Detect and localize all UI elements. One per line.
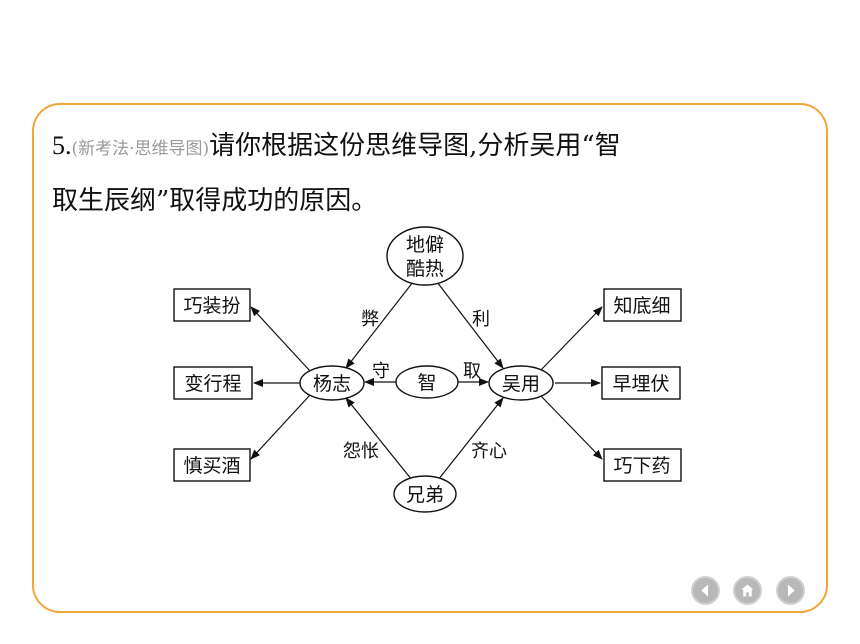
question-line2: 取生辰纲”取得成功的原因。 [52, 186, 378, 216]
edge-label-center-right: 取 [463, 361, 481, 382]
right-box-2: 早埋伏 [601, 366, 681, 400]
left-box-2: 变行程 [173, 366, 253, 400]
right-box-2-label: 早埋伏 [612, 373, 669, 395]
arrow-top-to-right [436, 281, 504, 369]
node-center-label: 智 [417, 372, 436, 394]
right-box-1: 知底细 [603, 288, 682, 322]
arrow-bottom-to-right [437, 397, 504, 481]
node-left: 杨志 [299, 365, 365, 401]
node-bottom-label: 兄弟 [406, 484, 444, 506]
question-card [32, 103, 828, 613]
arrow-left-to-box3 [250, 394, 311, 460]
chevron-left-icon [701, 584, 709, 597]
question-text: 5.(新考法·思维导图)请你根据这份思维导图,分析吴用“智 取生辰纲”取得成功的… [52, 120, 772, 227]
edge-label-bottom-right: 齐心 [471, 441, 507, 462]
node-right: 吴用 [488, 365, 554, 401]
left-box-3-label: 慎买酒 [183, 455, 240, 477]
right-box-3: 巧下药 [603, 448, 682, 482]
arrow-right-to-box3 [539, 394, 603, 460]
node-bottom: 兄弟 [393, 475, 457, 513]
node-right-label: 吴用 [502, 373, 540, 395]
next-button[interactable] [776, 576, 805, 605]
arrow-right-to-box1 [539, 306, 603, 372]
home-icon [741, 584, 754, 597]
node-left-label: 杨志 [313, 373, 351, 395]
left-box-3: 慎买酒 [173, 448, 251, 482]
node-top: 地僻 酷热 [386, 226, 464, 286]
edge-label-center-left: 守 [372, 361, 390, 382]
question-tag: (新考法·思维导图) [71, 139, 210, 159]
node-top-line1: 地僻 [406, 234, 444, 256]
left-box-2-label: 变行程 [184, 373, 241, 395]
chevron-right-icon [787, 584, 795, 597]
right-box-1-label: 知底细 [613, 295, 670, 317]
left-box-1-label: 巧装扮 [183, 295, 240, 317]
node-top-line2: 酷热 [406, 258, 444, 280]
arrow-bottom-to-left [345, 397, 413, 481]
arrow-left-to-box1 [250, 306, 311, 372]
arrow-top-to-left [345, 281, 414, 369]
prev-button[interactable] [691, 576, 720, 605]
left-box-1: 巧装扮 [173, 288, 251, 322]
home-button[interactable] [733, 576, 762, 605]
node-center: 智 [395, 365, 459, 399]
edge-label-top-right: 利 [472, 309, 490, 330]
question-number: 5. [52, 131, 72, 160]
question-line1: 请你根据这份思维导图,分析吴用“智 [209, 131, 621, 161]
right-box-3-label: 巧下药 [613, 455, 670, 477]
edge-label-bottom-left: 怨怅 [343, 441, 379, 462]
edge-label-top-left: 弊 [361, 309, 379, 330]
